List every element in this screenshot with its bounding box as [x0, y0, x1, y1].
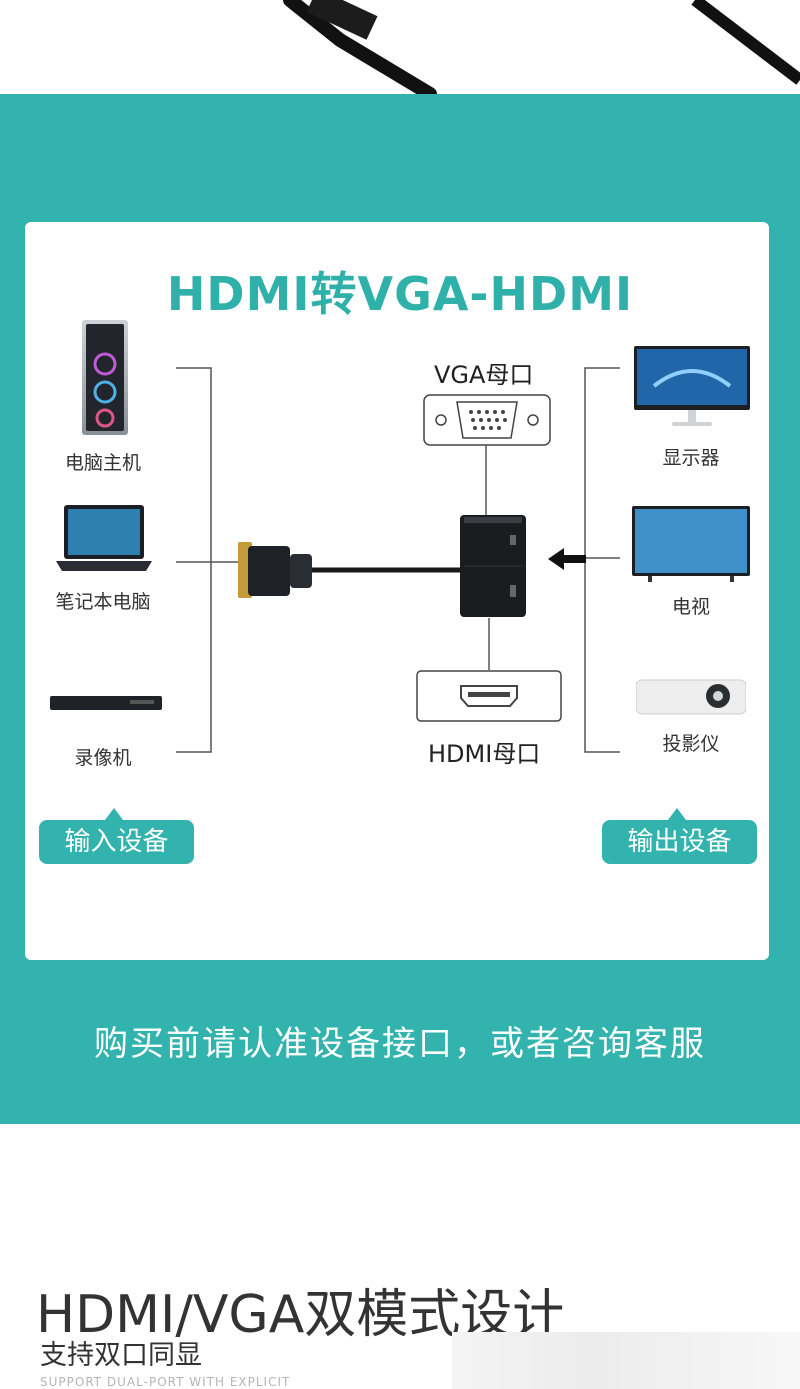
desktop-tower-icon — [82, 320, 128, 435]
laptop-icon — [56, 505, 152, 573]
video-recorder-icon — [50, 694, 162, 712]
input-device-label-recorder: 录像机 — [74, 747, 132, 769]
left-arrow-icon — [548, 548, 588, 570]
vga-port-icon — [423, 394, 551, 446]
feature-english-caption: SUPPORT DUAL-PORT WITH EXPLICIT — [40, 1375, 291, 1389]
output-device-label-monitor: 显示器 — [662, 447, 720, 469]
output-devices-badge: 输出设备 — [602, 820, 757, 864]
top-cable-photo — [0, 0, 800, 101]
hdmi-port-icon — [416, 670, 562, 722]
hdmi-port-label: HDMI母口 — [428, 740, 541, 768]
output-device-label-projector: 投影仪 — [662, 733, 720, 755]
monitor-icon — [634, 346, 750, 430]
diagram-title: HDMI转VGA-HDMI — [166, 267, 634, 321]
projector-icon — [635, 676, 747, 716]
input-device-label-desktop: 电脑主机 — [64, 452, 141, 474]
purchase-notice: 购买前请认准设备接口，或者咨询客服 — [94, 1024, 706, 1064]
vga-port-label: VGA母口 — [434, 361, 534, 389]
feature-subtitle: 支持双口同显 — [40, 1340, 202, 1371]
output-device-label-tv: 电视 — [671, 596, 710, 618]
input-devices-badge: 输入设备 — [39, 820, 194, 864]
product-photo-fragment — [452, 1332, 800, 1389]
input-badge-pointer — [105, 808, 123, 820]
tv-icon — [632, 506, 750, 582]
adapter-box-icon — [460, 515, 526, 617]
cable-image — [283, 0, 800, 101]
input-device-label-laptop: 笔记本电脑 — [55, 591, 151, 613]
output-badge-pointer — [668, 808, 686, 820]
adapter-cable-image — [238, 536, 558, 606]
